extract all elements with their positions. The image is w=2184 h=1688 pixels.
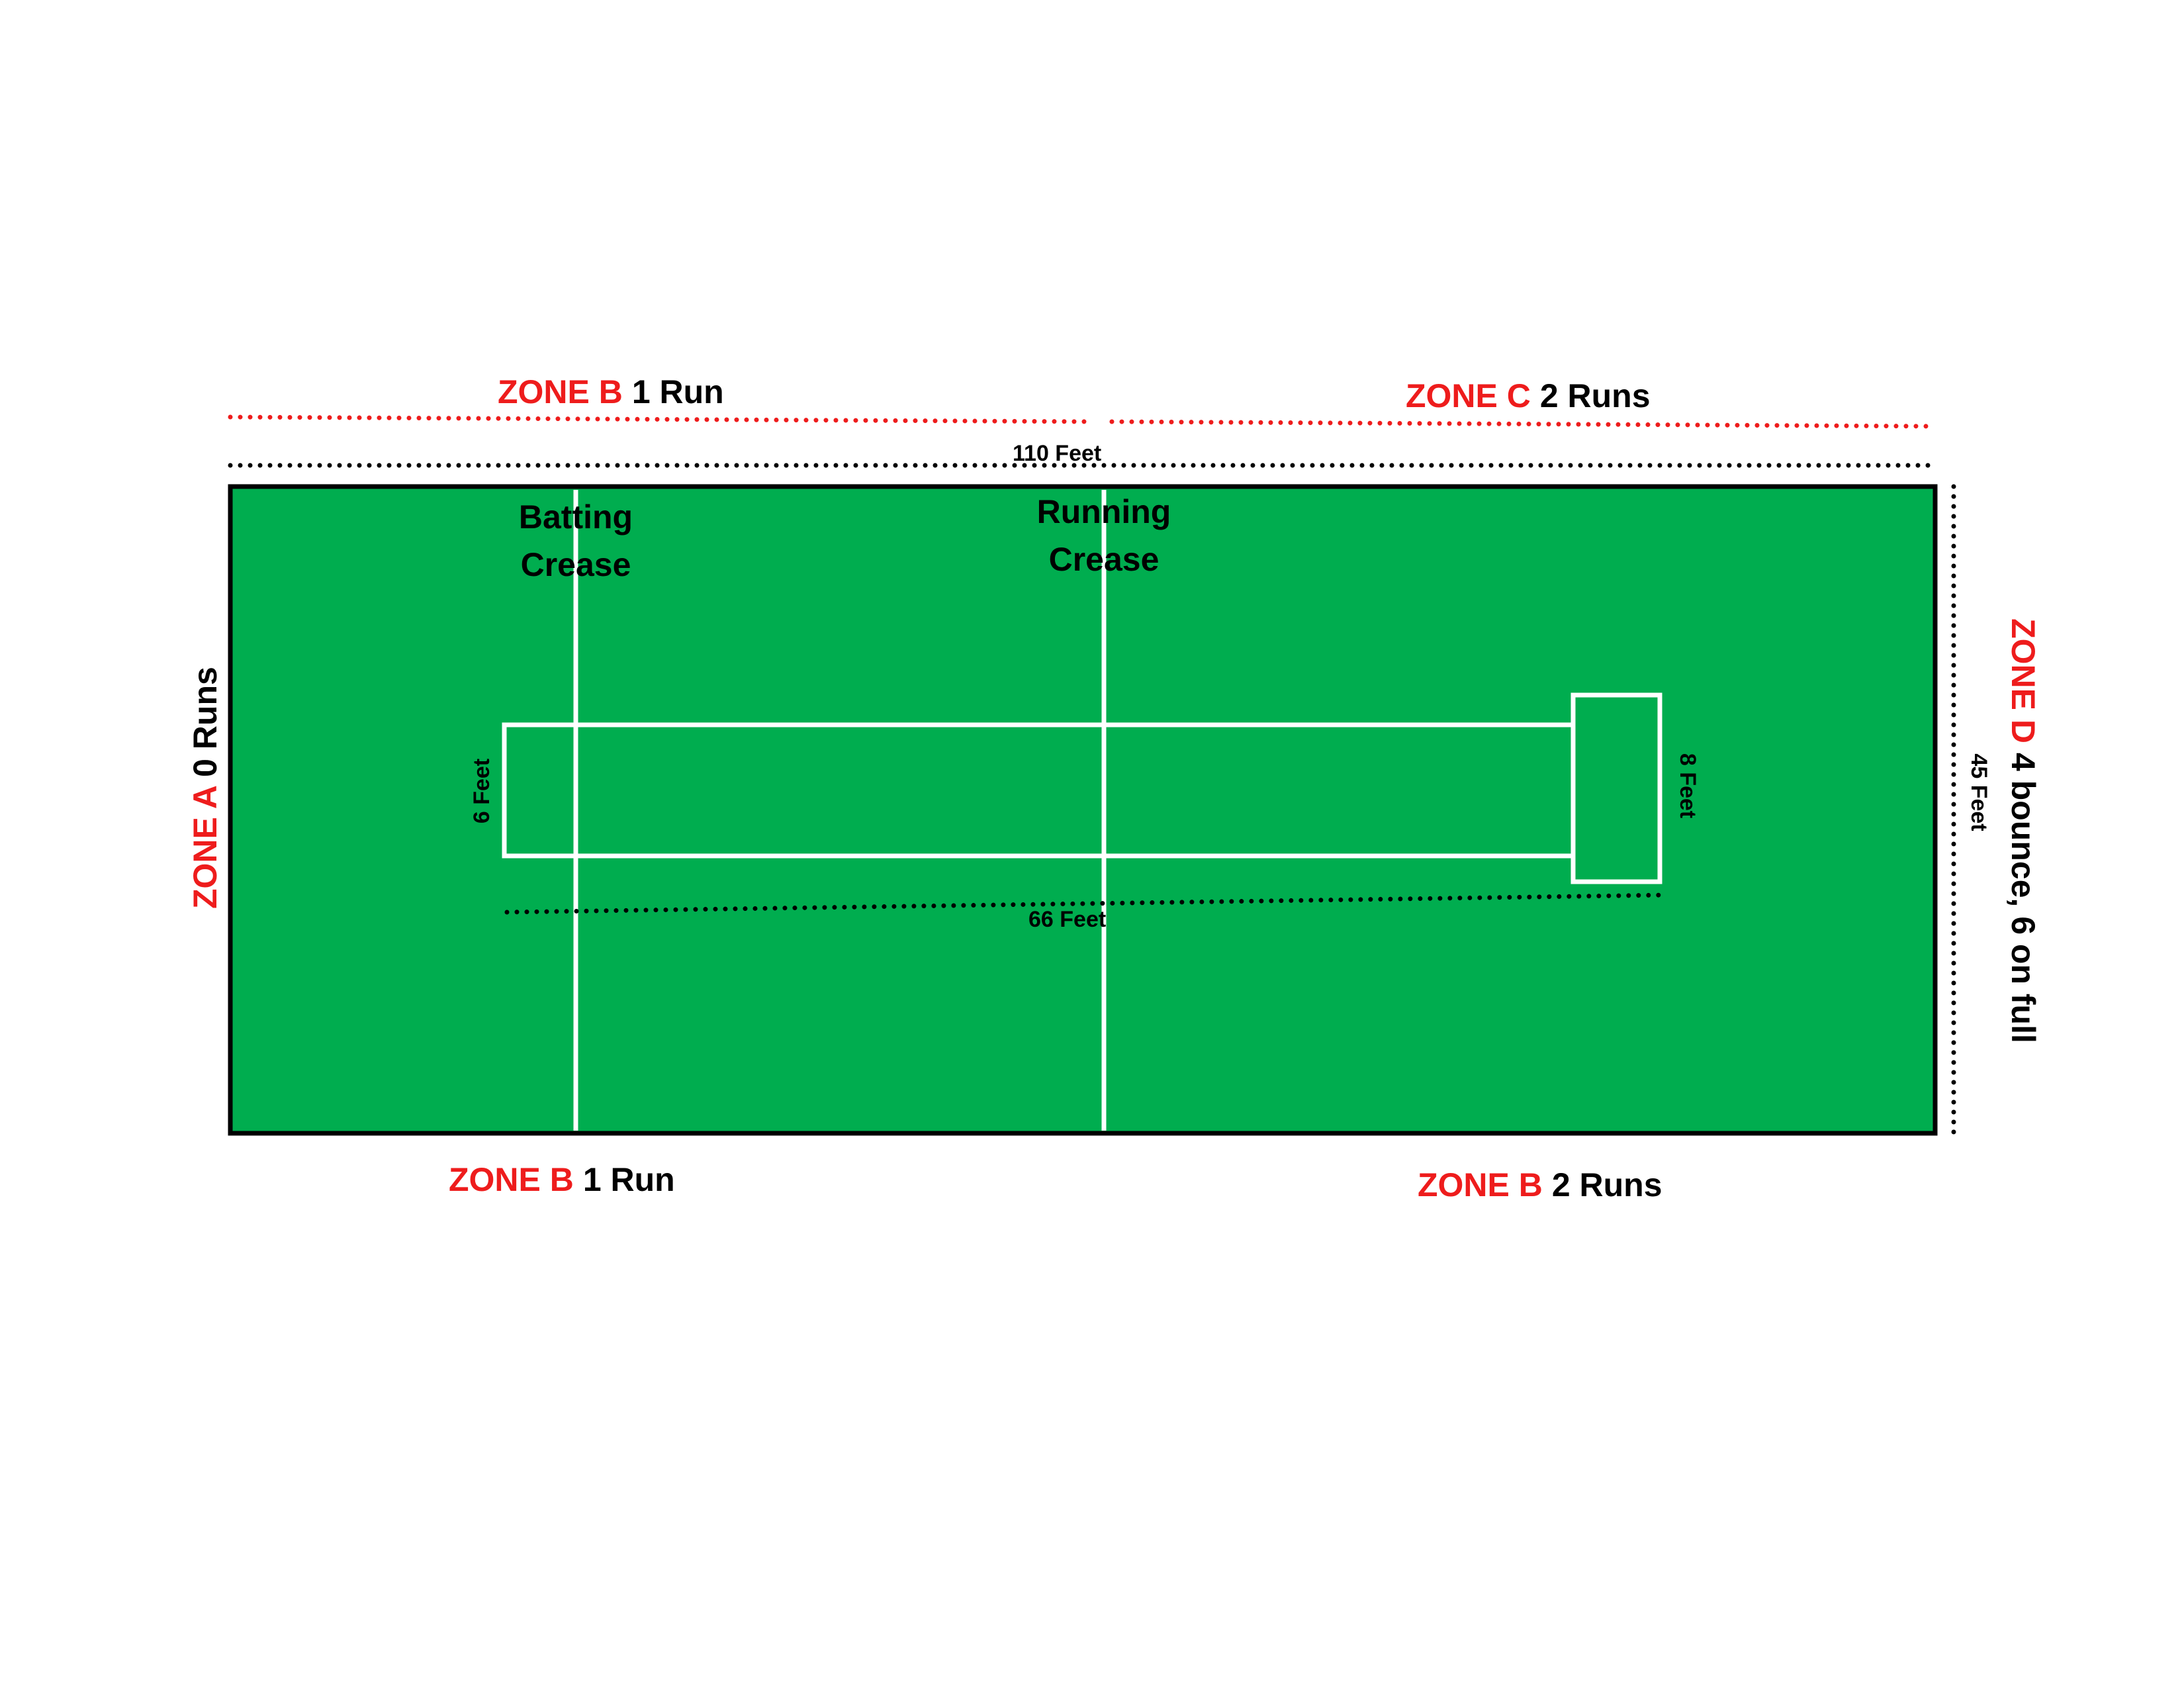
zone-b-bottom-left-value: 1 Run	[582, 1161, 675, 1198]
zone-d-label: ZONE D 4 bounce, 6 on full	[2005, 612, 2042, 1049]
zone-b-bottom-left-name: ZONE B	[449, 1161, 574, 1198]
zone-c-top-name: ZONE C	[1406, 377, 1531, 414]
running-crease-line1: Running	[1036, 493, 1171, 530]
zone-c-top-value: 2 Runs	[1539, 377, 1651, 414]
batting-crease-label: Batting Crease	[477, 493, 675, 588]
zone-d-value: 4 bounce, 6 on full	[2005, 752, 2042, 1043]
zone-c-top-boundary	[1109, 419, 1938, 429]
zone-b-bottom-right-name: ZONE B	[1418, 1166, 1543, 1203]
zone-a-value: 0 Runs	[187, 667, 224, 777]
zone-a-label: ZONE A 0 Runs	[187, 667, 224, 909]
length-110-label: 110 Feet	[1013, 441, 1102, 466]
zone-b-bottom-right-value: 2 Runs	[1551, 1166, 1662, 1203]
width-45-label: 45 Feet	[1966, 753, 1991, 831]
zone-c-top-label: ZONE C 2 Runs	[1406, 379, 1651, 412]
zone-b-top-boundary	[228, 414, 1096, 424]
pitch-width-label: 6 Feet	[469, 758, 494, 824]
running-crease-label: Running Crease	[1005, 488, 1203, 583]
pitch-length-label: 66 Feet	[1028, 907, 1107, 932]
running-crease-line2: Crease	[1048, 541, 1160, 578]
zone-b-bottom-right-label: ZONE B 2 Runs	[1418, 1168, 1662, 1201]
zone-b-top-name: ZONE B	[498, 373, 623, 410]
zone-b-top-value: 1 Run	[631, 373, 724, 410]
batting-crease-line2: Crease	[520, 546, 631, 583]
zone-a-name: ZONE A	[187, 786, 224, 909]
batting-crease-line1: Batting	[518, 498, 633, 536]
zone-b-top-label: ZONE B 1 Run	[498, 375, 724, 408]
zone-d-name: ZONE D	[2005, 618, 2042, 744]
playing-field	[228, 484, 1938, 1136]
end-box-width-label: 8 Feet	[1675, 753, 1700, 819]
zone-b-bottom-left-label: ZONE B 1 Run	[449, 1163, 675, 1196]
end-box	[1570, 692, 1662, 884]
